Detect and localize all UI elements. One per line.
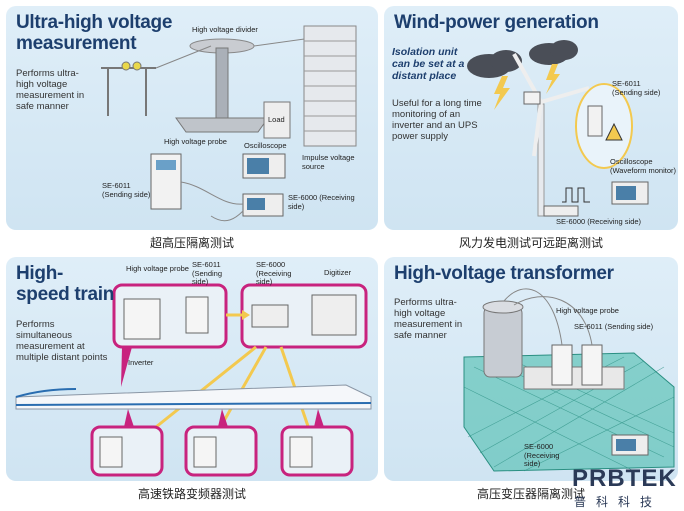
label-load: Load xyxy=(268,115,285,124)
label-impulse-source: Impulse voltage source xyxy=(302,153,355,171)
panel-title: High-voltage transformer xyxy=(394,263,614,284)
panel-description: Performs simultaneous measurement at mul… xyxy=(16,319,108,363)
panel-title: High-speed train xyxy=(16,263,115,305)
logo-subtext: 普科科技 xyxy=(574,495,663,509)
label-se6000: SE-6000 (Receiving side) xyxy=(256,260,292,286)
label-se6000: SE-6000 (Receiving side) xyxy=(524,442,560,468)
label-inverter: Inverter xyxy=(128,358,154,367)
panel-wind-power: Wind-power generation Isolation unit can… xyxy=(384,6,678,230)
label-oscilloscope: Oscilloscope xyxy=(244,141,287,150)
label-oscilloscope: Oscilloscope (Waveform monitor) xyxy=(610,157,676,175)
label-hv-probe: High voltage probe xyxy=(126,264,189,273)
panel-highlight: Isolation unit can be set at a distant p… xyxy=(392,46,465,82)
caption-ultra-high-voltage: 超高压隔离测试 xyxy=(149,236,234,250)
label-hv-divider: High voltage divider xyxy=(192,25,258,34)
label-hv-probe: High voltage probe xyxy=(556,306,619,315)
panel-description: Performs ultra-high voltage measurement … xyxy=(16,68,85,112)
label-digitizer: Digitizer xyxy=(324,268,352,277)
brand-logo: PRBTEK 普科科技 xyxy=(572,465,682,511)
panel-title: Wind-power generation xyxy=(394,12,599,33)
label-se6011: SE-6011 (Sending side) xyxy=(612,79,661,97)
ultra-high-voltage-illustration xyxy=(101,25,357,222)
caption-hv-transformer: 高压变压器隔离测试 xyxy=(476,487,585,501)
label-se6011: SE-6011 (Sending side) xyxy=(192,260,223,286)
panel-hv-transformer: High-voltage transformer Performs ultra-… xyxy=(384,257,678,481)
label-se6000: SE-6000 (Receiving side) xyxy=(288,193,355,211)
logo-text: PRBTEK xyxy=(572,465,677,492)
panel-ultra-high-voltage: Ultra-high voltage measurement Performs … xyxy=(6,6,378,230)
panel-description: Performs ultra-high voltage measurement … xyxy=(394,297,463,341)
caption-wind-power: 风力发电测试可远距离测试 xyxy=(458,236,603,250)
caption-high-speed-train: 高速铁路变频器测试 xyxy=(137,487,246,501)
wind-power-illustration xyxy=(467,40,649,217)
high-speed-train-illustration xyxy=(15,283,372,477)
panel-description: Useful for a long time monitoring of an … xyxy=(392,98,482,142)
label-se6000: SE-6000 (Receiving side) xyxy=(556,217,642,226)
hv-transformer-illustration xyxy=(463,288,675,472)
label-hv-probe: High voltage probe xyxy=(164,137,227,146)
label-se6011: SE-6011 (Sending side) xyxy=(574,322,654,331)
panel-title: Ultra-high voltage measurement xyxy=(16,12,173,54)
label-se6011: SE-6011 (Sending side) xyxy=(102,181,151,199)
panel-high-speed-train: High-speed train Performs simultaneous m… xyxy=(6,257,378,481)
